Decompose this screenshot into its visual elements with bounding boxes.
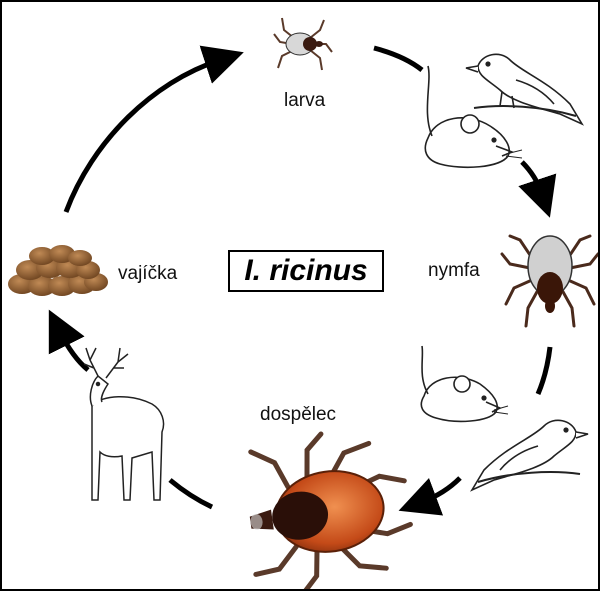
larva-tick-icon xyxy=(274,18,332,70)
adult-tick-icon xyxy=(238,423,418,589)
stage-label-eggs: vajíčka xyxy=(118,263,177,285)
species-title: I. ricinus xyxy=(228,250,384,292)
stage-label-larva: larva xyxy=(284,90,325,112)
arrow-hosts-to-nymph xyxy=(522,162,542,194)
mouse-icon xyxy=(421,346,508,421)
nymph-tick-icon xyxy=(502,236,598,326)
eggs-icon xyxy=(8,245,108,296)
arrow-larva-to-hosts xyxy=(374,48,422,70)
bird-icon xyxy=(472,420,588,490)
arrow-adult-to-deer xyxy=(170,480,212,507)
arrow-hosts-to-adult xyxy=(422,478,460,502)
stage-label-nymph: nymfa xyxy=(428,260,480,282)
bird-icon xyxy=(466,54,582,124)
arrow-nymph-to-hosts xyxy=(538,347,550,394)
stage-label-adult: dospělec xyxy=(260,404,336,426)
deer-icon xyxy=(84,348,164,500)
arrow-deer-to-eggs xyxy=(60,332,88,370)
arrow-eggs-to-larva xyxy=(66,60,220,212)
